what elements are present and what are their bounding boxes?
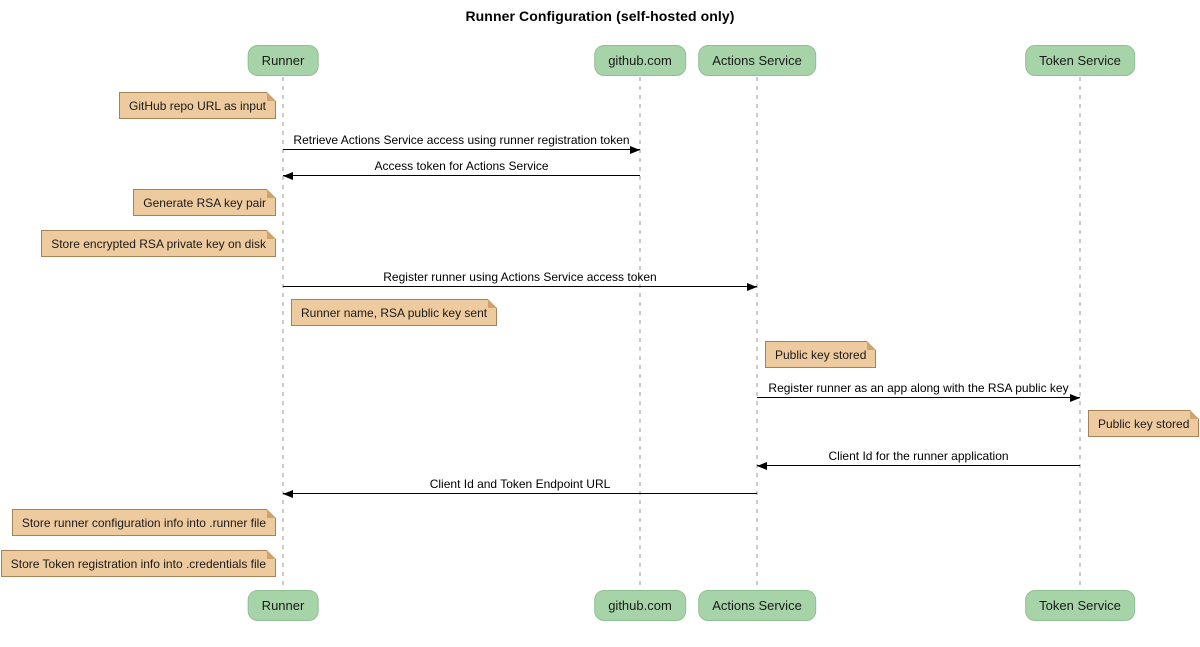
lifeline-github <box>639 77 641 591</box>
note-runner-7: Store Token registration info into .cred… <box>0 550 277 577</box>
message-label: Client Id and Token Endpoint URL <box>429 477 611 491</box>
arrowhead-icon <box>630 146 640 154</box>
note-runner-2: Store encrypted RSA private key on disk <box>41 230 276 257</box>
participant-actions-bottom: Actions Service <box>698 590 816 621</box>
message-label: Access token for Actions Service <box>374 159 549 173</box>
lifeline-token <box>1079 77 1081 591</box>
message-label: Client Id for the runner application <box>828 449 1009 463</box>
message-4: Client Id for the runner application <box>757 449 1080 470</box>
note-runner-6: Store runner configuration info into .ru… <box>11 509 277 536</box>
arrowhead-icon <box>1070 394 1080 402</box>
participant-github-bottom: github.com <box>594 590 686 621</box>
message-1: Access token for Actions Service <box>283 159 640 180</box>
note-actions-4: Public key stored <box>765 341 877 368</box>
message-line <box>757 397 1080 398</box>
participant-runner-bottom: Runner <box>247 590 319 621</box>
participant-runner-top: Runner <box>247 45 319 76</box>
note-runner-1: Generate RSA key pair <box>133 189 276 216</box>
message-line <box>283 149 640 150</box>
message-line <box>283 175 640 176</box>
message-0: Retrieve Actions Service access using ru… <box>283 133 640 154</box>
message-line <box>757 465 1080 466</box>
message-label: Register runner as an app along with the… <box>768 381 1069 395</box>
arrowhead-icon <box>283 490 293 498</box>
message-label: Register runner using Actions Service ac… <box>383 270 657 284</box>
message-label: Retrieve Actions Service access using ru… <box>293 133 630 147</box>
message-3: Register runner as an app along with the… <box>757 381 1080 402</box>
message-line <box>283 286 757 287</box>
participant-github-top: github.com <box>594 45 686 76</box>
message-line <box>283 493 757 494</box>
lifeline-runner <box>282 77 284 591</box>
message-2: Register runner using Actions Service ac… <box>283 270 757 291</box>
lifeline-actions <box>756 77 758 591</box>
note-token-5: Public key stored <box>1088 410 1200 437</box>
participant-actions-top: Actions Service <box>698 45 816 76</box>
arrowhead-icon <box>283 172 293 180</box>
arrowhead-icon <box>747 283 757 291</box>
note-runner-0: GitHub repo URL as input <box>119 92 276 119</box>
note-runner-3: Runner name, RSA public key sent <box>291 299 498 326</box>
participant-token-top: Token Service <box>1025 45 1135 76</box>
diagram-title: Runner Configuration (self-hosted only) <box>465 8 735 24</box>
arrowhead-icon <box>757 462 767 470</box>
participant-token-bottom: Token Service <box>1025 590 1135 621</box>
message-5: Client Id and Token Endpoint URL <box>283 477 757 498</box>
